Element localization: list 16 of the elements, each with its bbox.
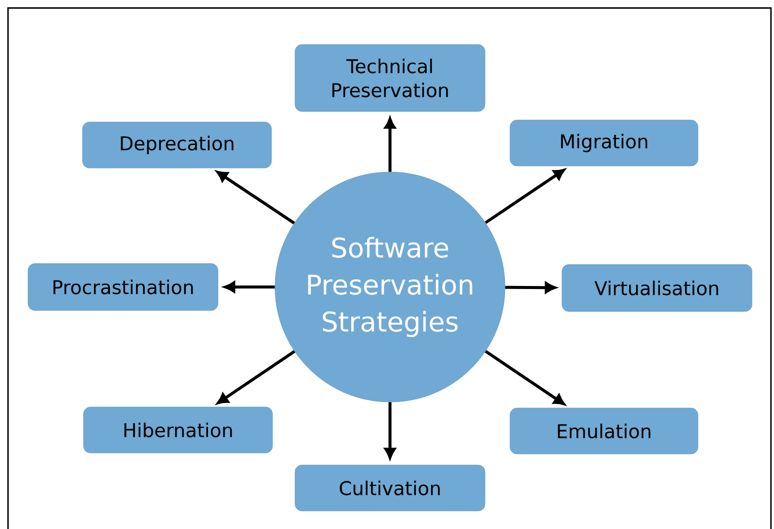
arrow: [216, 170, 295, 224]
strategy-box: Emulation: [510, 408, 698, 454]
strategy-box: Deprecation: [82, 122, 272, 168]
arrow: [484, 168, 565, 224]
strategy-box: Virtualisation: [562, 264, 752, 312]
arrow: [224, 281, 275, 293]
arrow: [384, 118, 396, 172]
arrow: [217, 350, 296, 404]
strategy-box: Technical Preservation: [294, 44, 486, 112]
strategy-box: Procrastination: [28, 263, 218, 311]
arrow: [484, 350, 565, 406]
strategy-box: Migration: [510, 120, 698, 166]
arrow: [384, 402, 396, 459]
strategy-box: Hibernation: [83, 406, 273, 454]
strategy-box: Cultivation: [294, 464, 486, 512]
arrow: [505, 282, 556, 294]
